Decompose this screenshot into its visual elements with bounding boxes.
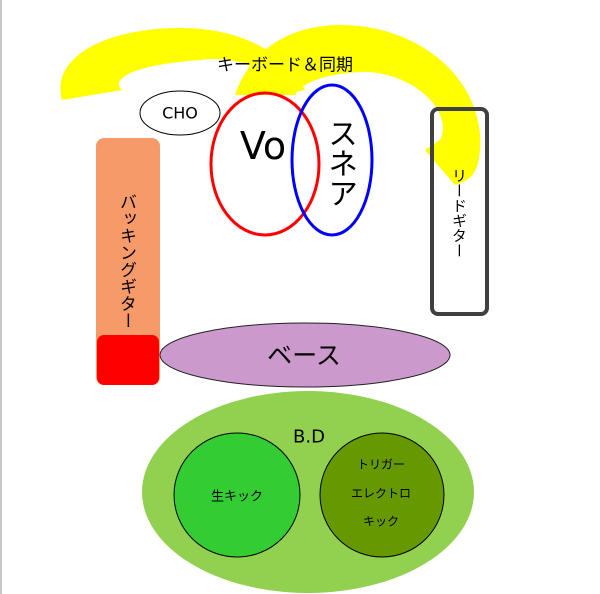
keyboard-sync-label: キーボード＆同期 [217,55,353,76]
bass-drum-label: B.D [293,426,325,448]
keyboard-arch-right [235,25,481,185]
raw-kick-label: 生キック [210,489,264,505]
chorus-label: CHO [162,103,198,123]
snare-label: スネア [322,118,357,208]
vocal-ellipse [209,91,321,237]
trigger-label-line3: キック [362,514,400,529]
backing-guitar-label: バッキングギター [116,193,136,329]
snare-ellipse [290,83,374,237]
keyboard-arch-left [60,28,305,100]
lead-guitar-box [430,107,489,316]
backing-guitar-accent [97,335,159,385]
raw-kick-circle [173,432,301,558]
chorus-ellipse [139,90,221,136]
bass-ellipse [159,322,451,388]
vocal-label: Vo [239,124,287,168]
lead-guitar-label: リードギター [450,168,468,258]
trigger-label-line2: エレクトロ [350,486,412,501]
backing-guitar-bar [96,138,160,385]
bass-label: ベース [267,341,341,370]
trigger-label-line1: トリガー [356,457,406,472]
trigger-kick-circle [319,432,445,558]
